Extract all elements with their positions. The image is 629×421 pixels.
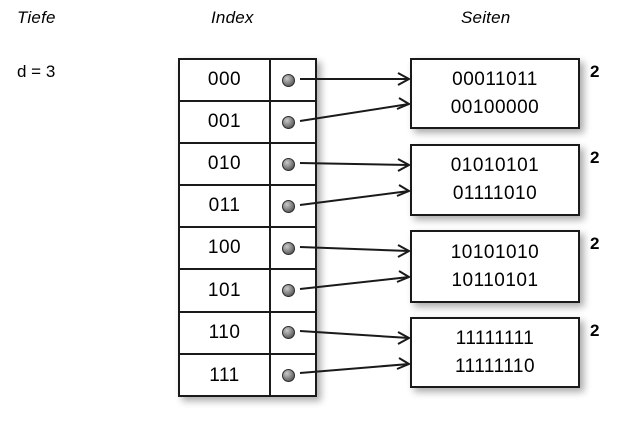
- column-header-tiefe: Tiefe: [17, 8, 56, 27]
- index-key: 101: [180, 270, 271, 311]
- index-row[interactable]: 101: [180, 270, 315, 313]
- connector-arrowhead-001: [396, 97, 412, 110]
- index-pointer-cell[interactable]: [271, 355, 315, 397]
- pointer-dot-icon: [282, 369, 295, 383]
- page-box[interactable]: 11111111 11111110: [410, 317, 580, 388]
- index-key: 100: [180, 228, 271, 269]
- connector-arrowhead-000: [397, 72, 412, 86]
- index-pointer-cell[interactable]: [271, 60, 315, 100]
- index-row[interactable]: 011: [180, 186, 315, 229]
- page-count-label: 2: [590, 321, 600, 340]
- index-row[interactable]: 010: [180, 144, 315, 187]
- page-count-label: 2: [590, 148, 600, 167]
- connector-arrowhead-100: [397, 244, 412, 258]
- connector-arrowhead-101: [396, 270, 412, 283]
- pointer-dot-icon: [282, 115, 295, 129]
- index-key: 010: [180, 144, 271, 185]
- page-record: 11111110: [454, 355, 536, 377]
- index-row[interactable]: 110: [180, 312, 315, 355]
- page-record: 10101010: [450, 241, 540, 263]
- index-pointer-cell[interactable]: [271, 228, 315, 268]
- page-box[interactable]: 01010101 01111010: [410, 144, 580, 216]
- page-box[interactable]: 10101010 10110101: [410, 230, 580, 303]
- page-count-label: 2: [590, 62, 600, 81]
- page-record: 00100000: [450, 96, 540, 118]
- page-record: 01010101: [450, 155, 540, 177]
- index-pointer-cell[interactable]: [271, 186, 315, 226]
- connector-arrowhead-010: [397, 158, 412, 172]
- page-record: 10110101: [451, 269, 539, 291]
- page-record: 00011011: [452, 68, 538, 90]
- index-pointer-cell[interactable]: [271, 144, 315, 184]
- index-key: 111: [180, 354, 271, 397]
- index-key: 110: [180, 312, 271, 353]
- index-row[interactable]: 100: [180, 228, 315, 271]
- pointer-dot-icon: [282, 73, 295, 87]
- index-row[interactable]: 000: [180, 60, 315, 103]
- column-header-index: Index: [211, 8, 254, 27]
- connector-arrowhead-011: [396, 184, 412, 197]
- index-key: 001: [180, 102, 271, 143]
- page-record: 11111111: [455, 327, 535, 349]
- index-table: 000 001 010 011 100: [178, 58, 317, 397]
- pointer-dot-icon: [282, 157, 295, 171]
- connector-arrowhead-110: [397, 331, 412, 345]
- pointer-dot-icon: [282, 199, 295, 213]
- index-row[interactable]: 111: [180, 354, 315, 397]
- depth-value-label: d = 3: [17, 62, 56, 81]
- page-box[interactable]: 00011011 00100000: [410, 58, 580, 129]
- index-key: 011: [180, 186, 271, 227]
- connector-arrowhead-111: [396, 357, 412, 370]
- index-key: 000: [180, 60, 271, 101]
- pointer-dot-icon: [282, 326, 295, 340]
- pointer-dot-icon: [282, 284, 295, 298]
- column-header-seiten: Seiten: [461, 8, 511, 27]
- page-count-label: 2: [590, 234, 600, 253]
- index-pointer-cell[interactable]: [271, 102, 315, 142]
- index-row[interactable]: 001: [180, 102, 315, 145]
- index-pointer-cell[interactable]: [271, 313, 315, 353]
- index-pointer-cell[interactable]: [271, 270, 315, 310]
- pointer-dot-icon: [282, 241, 295, 255]
- page-record: 01111010: [452, 183, 538, 204]
